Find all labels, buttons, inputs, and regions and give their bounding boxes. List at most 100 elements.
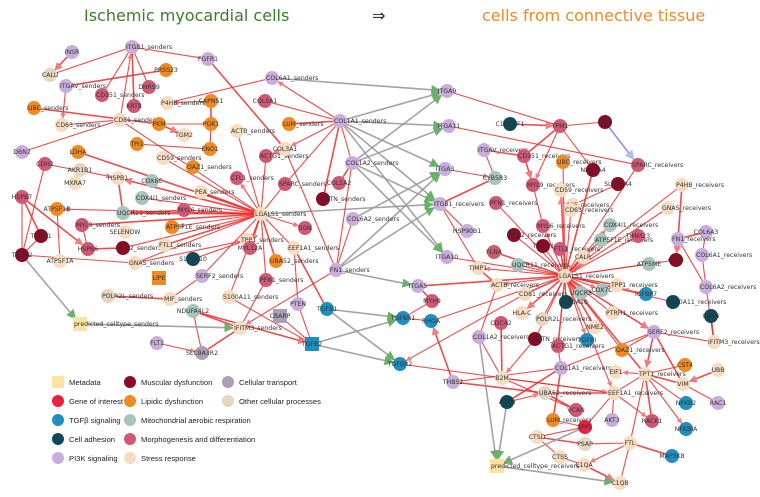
node-spp1[interactable]: SPP1 xyxy=(577,420,593,434)
node-akt3[interactable]: AKT3 xyxy=(604,413,620,427)
node-thbs2[interactable]: THBS2 xyxy=(442,375,463,389)
node-sparc_receivers[interactable]: SPARC_receivers xyxy=(631,158,683,172)
node-cdc42[interactable]: CDC42 xyxy=(490,316,512,330)
node-eif1[interactable]: EIF1 xyxy=(609,365,623,379)
node-marker[interactable] xyxy=(671,232,685,246)
node-marker[interactable] xyxy=(135,191,149,205)
node-marker[interactable] xyxy=(494,316,508,330)
node-dbn2[interactable]: DBN2 xyxy=(13,145,31,159)
node-marker[interactable] xyxy=(230,171,244,185)
node-marker[interactable] xyxy=(53,254,67,268)
node-marker[interactable] xyxy=(471,261,485,275)
node-marker[interactable] xyxy=(142,80,156,94)
node-prss23[interactable]: PRSS23 xyxy=(154,63,178,77)
node-marker[interactable] xyxy=(553,119,567,133)
node-c1qtnf1[interactable]: C1QTNF1 xyxy=(495,117,525,131)
node-marker[interactable] xyxy=(528,332,542,346)
node-marker[interactable] xyxy=(177,128,191,142)
node-marker[interactable] xyxy=(440,84,454,98)
node-cox4i1_receivers[interactable]: COX4I1_receivers xyxy=(603,218,658,232)
node-marker[interactable] xyxy=(71,145,85,159)
node-actg1_receivers[interactable]: ACTG1_receivers xyxy=(551,339,604,353)
node-sparc_senders[interactable]: SPARC_senders xyxy=(278,177,326,191)
node-marker[interactable] xyxy=(553,450,567,464)
node-eno1[interactable]: ENO1 xyxy=(201,142,219,156)
node-marker[interactable] xyxy=(554,183,568,197)
node-marker[interactable] xyxy=(699,280,713,294)
node-marker[interactable] xyxy=(158,238,172,252)
node-marker[interactable] xyxy=(116,206,130,220)
node-marker[interactable] xyxy=(526,178,540,192)
node-col1a2_receivers[interactable]: COL1A2_receivers xyxy=(472,330,529,344)
node-marker[interactable] xyxy=(603,218,617,232)
node-cd59_receivers[interactable]: CD59_receivers xyxy=(554,183,603,197)
node-marker[interactable] xyxy=(345,156,359,170)
node-col6a2_receivers[interactable]: COL6A2_receivers xyxy=(699,280,756,294)
node-ndufa4[interactable]: NDUFA4 xyxy=(580,163,606,177)
node-marker[interactable] xyxy=(195,346,209,360)
node-marker[interactable] xyxy=(577,458,591,472)
node-marker[interactable] xyxy=(631,229,645,243)
node-p4hb_receivers[interactable]: P4HB_receivers xyxy=(675,178,724,192)
node-col3a1[interactable]: COL3A1 xyxy=(273,142,298,156)
node-marker[interactable] xyxy=(150,336,164,350)
node-marker[interactable] xyxy=(610,278,624,292)
node-flt1[interactable]: FLT1 xyxy=(150,336,164,350)
node-cd151_senders[interactable]: CD151_senders xyxy=(95,88,144,102)
node-nme2[interactable]: NME2 xyxy=(586,320,604,334)
node-pkm[interactable]: PKM xyxy=(152,117,166,131)
node-cd59_senders[interactable]: CD59_senders xyxy=(156,151,202,165)
node-marker[interactable] xyxy=(477,143,491,157)
node-calr[interactable]: CALR xyxy=(575,250,592,264)
node-cd81_receivers[interactable]: CD81_receivers xyxy=(518,287,567,301)
node-marker[interactable] xyxy=(580,333,594,347)
node-atp5f1a[interactable]: ATP5F1A xyxy=(47,254,75,268)
node-marker[interactable] xyxy=(333,114,347,128)
node-krt8[interactable]: KRT8 xyxy=(126,99,142,113)
node-col5a1[interactable]: COL5A1 xyxy=(253,94,278,108)
node-marker[interactable] xyxy=(273,309,287,323)
node-marker[interactable] xyxy=(259,273,273,287)
node-marker[interactable] xyxy=(254,207,268,221)
node-marker[interactable] xyxy=(495,371,509,385)
node-marker[interactable] xyxy=(186,160,200,174)
node-psap[interactable]: PSAP xyxy=(577,437,593,451)
node-ftl1_receivers[interactable]: FTL1_receivers xyxy=(553,242,600,256)
node-hsp90b1[interactable]: HSP90B1 xyxy=(453,224,481,238)
node-marker[interactable] xyxy=(396,311,410,325)
node-hla-c[interactable]: HLA-C xyxy=(513,306,532,320)
node-marker[interactable] xyxy=(346,212,360,226)
node-itgb1_senders[interactable]: ITGB1_senders xyxy=(125,40,172,54)
node-cfl1_senders[interactable]: CFL1_senders xyxy=(230,171,274,185)
node-vcan[interactable]: VCAN xyxy=(567,403,585,417)
node-marker[interactable] xyxy=(554,361,568,375)
node-marker[interactable] xyxy=(559,295,573,309)
node-itga10[interactable]: ITGA10 xyxy=(436,250,459,264)
node-myl6_receivers[interactable]: MYL6_receivers xyxy=(536,219,585,233)
node-marker[interactable] xyxy=(438,162,452,176)
node-ptrh1_receivers[interactable]: PTRH1_receivers xyxy=(605,306,658,320)
node-marker[interactable] xyxy=(75,218,89,232)
node-marker[interactable] xyxy=(73,317,87,331)
node-rack1[interactable]: RACK1 xyxy=(642,414,663,428)
node-selenow[interactable]: SELENOW xyxy=(110,225,141,239)
node-cdh2[interactable]: CDH2 xyxy=(36,157,54,171)
node-itgav_senders[interactable]: ITGAV_senders xyxy=(59,79,106,93)
node-s100a10_r[interactable]: S100A10 xyxy=(559,295,588,309)
node-timp1[interactable]: TIMP1 xyxy=(468,261,488,275)
node-marker[interactable] xyxy=(101,289,115,303)
node-marker[interactable] xyxy=(291,297,305,311)
node-oaz1_senders[interactable]: OAZ1_senders xyxy=(186,160,232,174)
node-col6a1_receivers[interactable]: COL6A1_receivers xyxy=(695,248,752,262)
node-marker[interactable] xyxy=(43,68,57,82)
node-marker[interactable] xyxy=(472,330,486,344)
node-marker[interactable] xyxy=(679,396,693,410)
node-marker[interactable] xyxy=(558,269,572,283)
node-marker[interactable] xyxy=(425,294,439,308)
node-marker[interactable] xyxy=(34,229,48,243)
node-cox4i1_senders[interactable]: COX4I1_senders xyxy=(135,191,186,205)
node-cd151_receivers[interactable]: CD151_receivers xyxy=(517,149,570,163)
node-col1a2_senders[interactable]: COL1A2_senders xyxy=(345,156,398,170)
node-actg1_senders[interactable]: ACTG1_senders xyxy=(259,149,309,163)
node-itgb1_receivers[interactable]: ITGB1_receivers xyxy=(433,197,484,211)
